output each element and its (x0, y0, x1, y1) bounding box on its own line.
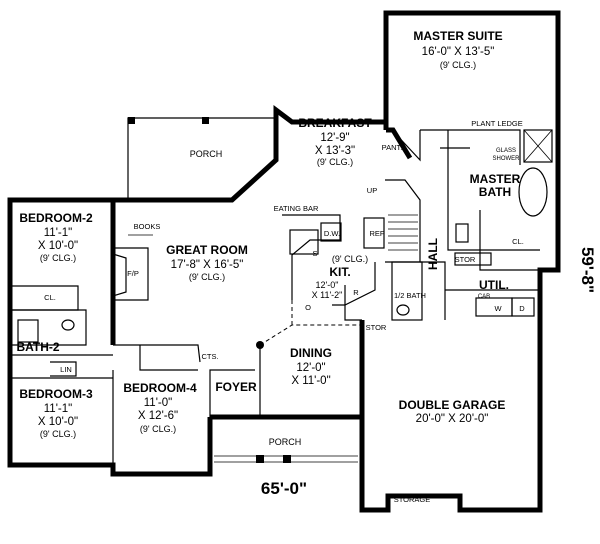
ref-label: REF (370, 229, 385, 238)
overall-width: 65'-0" (261, 479, 307, 498)
bedroom2-size1: 11'-1" (44, 227, 72, 239)
util-name: UTIL. (479, 278, 509, 292)
bedroom4-clg: (9' CLG.) (140, 424, 176, 434)
master-bath-name1: MASTER (470, 172, 521, 186)
lin-label: LIN (60, 365, 72, 374)
books-label: BOOKS (134, 222, 161, 231)
bath2-name: BATH-2 (16, 340, 59, 354)
master-bath-name2: BATH (479, 185, 511, 199)
shower-label: SHOWER (493, 156, 521, 162)
hall-label: HALL (426, 238, 440, 270)
foyer-name: FOYER (215, 380, 257, 394)
room-labels: MASTER SUITE 16'-0" X 13'-5" (9' CLG.) B… (16, 29, 520, 439)
eating-bar-label: EATING BAR (274, 204, 319, 213)
minor-labels: PLANT LEDGE GLASS SHOWER PANT. EATING BA… (44, 119, 525, 504)
kitchen-size2: X 11'-2" (312, 290, 343, 300)
interior-walls (10, 129, 553, 465)
great-room-name: GREAT ROOM (166, 243, 248, 257)
overall-depth: 59'-8" (578, 247, 597, 293)
master-suite-size: 16'-0" X 13'-5" (422, 46, 495, 58)
kitchen-size1: 12'-0" (316, 280, 339, 290)
garage-name: DOUBLE GARAGE (399, 398, 506, 412)
porch-top: PORCH (127, 117, 276, 200)
master-suite-name: MASTER SUITE (413, 29, 502, 43)
plant-ledge-label: PLANT LEDGE (471, 119, 523, 128)
kitchen-clg: (9' CLG.) (332, 254, 368, 264)
stor-label-1: STOR (455, 255, 476, 264)
column-dot (256, 341, 264, 349)
bedroom4-size1: 11'-0" (144, 397, 172, 409)
dryer-label: D (519, 304, 525, 313)
dining-name: DINING (290, 346, 332, 360)
bedroom4-name: BEDROOM-4 (123, 381, 197, 395)
cts-label: CTS. (201, 352, 218, 361)
breakfast-name: BREAKFAST (298, 116, 372, 130)
o-label: O (305, 303, 311, 312)
storage-label: STORAGE (394, 495, 431, 504)
cl-label-1: CL. (44, 293, 56, 302)
bedroom4-size2: X 12'-6" (138, 410, 178, 422)
porch-bottom-label: PORCH (269, 437, 302, 447)
stor-label-2: STOR (366, 323, 387, 332)
bedroom2-name: BEDROOM-2 (19, 211, 93, 225)
breakfast-size1: 12'-9" (320, 132, 349, 144)
glass-label: GLASS (496, 148, 516, 154)
garage-size: 20'-0" X 20'-0" (416, 413, 489, 425)
washer-label: W (494, 304, 502, 313)
pant-label: PANT. (382, 143, 403, 152)
porch-top-label: PORCH (190, 149, 223, 159)
cab-label: CAB (478, 294, 490, 300)
dining-size1: 12'-0" (296, 362, 325, 374)
cl-label-2: CL. (512, 237, 524, 246)
porch-bottom: PORCH (214, 437, 358, 463)
fp-label: F/P (127, 269, 139, 278)
master-suite-clg: (9' CLG.) (440, 60, 476, 70)
breakfast-clg: (9' CLG.) (317, 157, 353, 167)
bedroom3-size2: X 10'-0" (38, 416, 78, 428)
bedroom2-size2: X 10'-0" (38, 240, 78, 252)
great-room-size: 17'-8" X 16'-5" (171, 259, 244, 271)
dw-label: D.W. (324, 229, 340, 238)
r-label: R (353, 288, 359, 297)
exterior-walls (7, 10, 561, 513)
breakfast-size2: X 13'-3" (315, 145, 355, 157)
bedroom3-clg: (9' CLG.) (40, 429, 76, 439)
bedroom3-name: BEDROOM-3 (19, 387, 93, 401)
great-room-clg: (9' CLG.) (189, 272, 225, 282)
bedroom3-size1: 11'-1" (44, 403, 72, 415)
up-label: UP (367, 186, 377, 195)
dining-size2: X 11'-0" (291, 375, 330, 387)
bedroom2-clg: (9' CLG.) (40, 253, 76, 263)
s-label: S (312, 249, 317, 258)
kitchen-name: KIT. (329, 265, 350, 279)
half-bath-label: 1/2 BATH (394, 291, 426, 300)
